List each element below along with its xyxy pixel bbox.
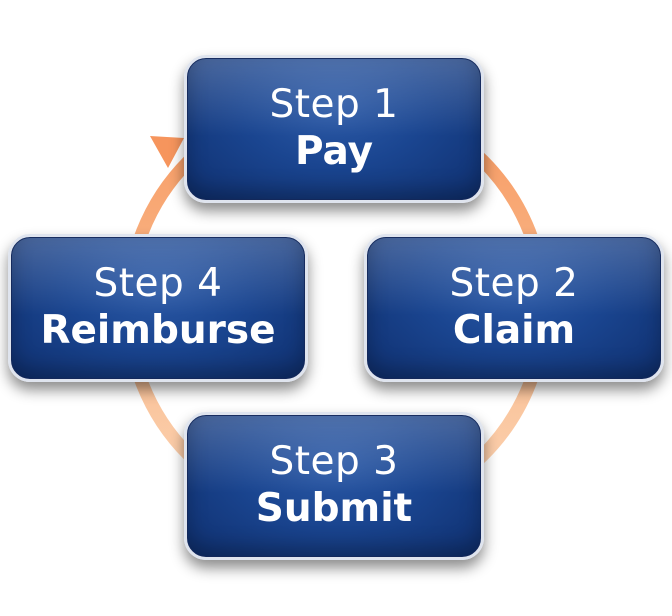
step-4-number: Step 4 [93,261,223,307]
step-3-box: Step 3 Submit [184,412,484,560]
step-4-action: Reimburse [40,308,276,353]
step-3-action: Submit [255,486,413,531]
step-2-action: Claim [452,308,576,353]
step-1-action: Pay [294,129,374,174]
step-2-number: Step 2 [449,261,579,307]
step-4-box: Step 4 Reimburse [8,234,308,382]
cycle-arrowhead [150,136,184,168]
step-3-number: Step 3 [269,439,399,485]
step-1-number: Step 1 [269,82,399,128]
step-1-box: Step 1 Pay [184,55,484,203]
step-2-box: Step 2 Claim [364,234,664,382]
